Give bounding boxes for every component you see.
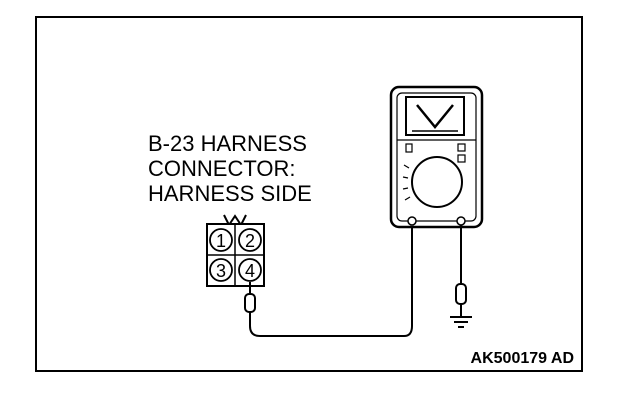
probe-lead-connector: [244, 225, 413, 337]
dial-ticks: [402, 164, 411, 201]
meter-jack-com: [407, 216, 417, 226]
probe-lead-ground: [455, 225, 467, 316]
meter-indicator: [405, 143, 413, 153]
connector-pin: 4: [238, 258, 262, 282]
voltage-symbol-icon: [416, 104, 454, 129]
meter-indicator: [457, 143, 466, 152]
meter-display: [405, 96, 465, 136]
connector-label-line: CONNECTOR:: [148, 156, 296, 181]
reference-code: AK500179 AD: [470, 350, 574, 367]
pin-circle: [238, 258, 262, 282]
pin-circle: [209, 228, 233, 252]
pin-number: 4: [245, 261, 255, 281]
connector-label-line: B-23 HARNESS: [148, 131, 307, 156]
selector-dial: [411, 156, 463, 208]
pin-number: 1: [216, 231, 226, 251]
diagram-frame: [35, 16, 583, 372]
connector-pin: 3: [209, 258, 233, 282]
connector-label-line: HARNESS SIDE: [148, 181, 312, 206]
probe-body: [244, 293, 256, 313]
multimeter: [389, 85, 484, 229]
meter-jack-v: [456, 216, 466, 226]
pin-circle: [209, 258, 233, 282]
meter-case-inner: [396, 92, 477, 222]
ground-icon: [450, 316, 472, 328]
connector-pin: 2: [238, 228, 262, 252]
connector-lock-tab: [223, 214, 247, 227]
probe-body: [455, 283, 467, 305]
pin-number: 3: [216, 261, 226, 281]
probe-wire: [249, 225, 413, 337]
harness-connector: 1 2 3 4: [206, 214, 265, 287]
pin-circle: [238, 228, 262, 252]
pin-number: 2: [245, 231, 255, 251]
meter-indicator: [457, 154, 466, 163]
connector-pin: 1: [209, 228, 233, 252]
